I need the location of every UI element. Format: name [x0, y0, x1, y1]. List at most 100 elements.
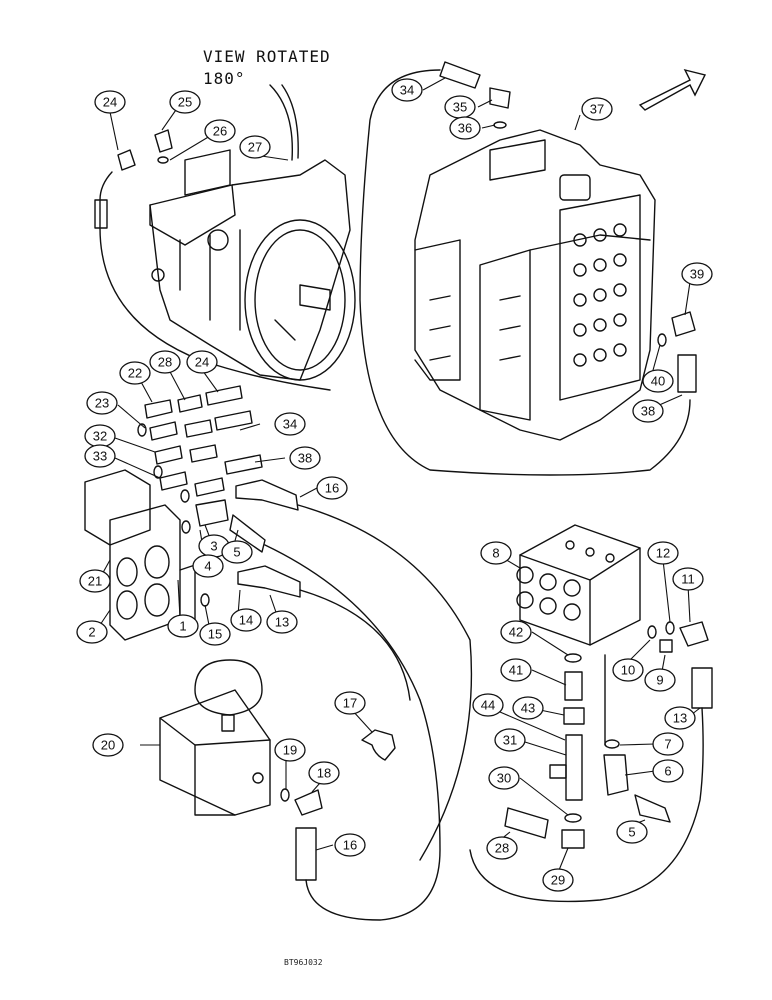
hose-end-38	[677, 354, 697, 393]
callout-41: 41	[500, 658, 532, 682]
callout-bubble	[681, 262, 713, 286]
callout-bubble	[500, 620, 532, 644]
hose-end-28-lower	[504, 807, 549, 839]
callout-bubble	[230, 608, 262, 632]
callout-33: 33	[84, 444, 116, 468]
o-ring-36	[493, 121, 507, 129]
callout-24: 24	[186, 350, 218, 374]
callout-number: 37	[590, 102, 604, 117]
callout-number: 29	[551, 873, 565, 888]
callout-bubble	[239, 135, 271, 159]
callout-bubble	[391, 78, 423, 102]
callout-27: 27	[239, 135, 271, 159]
callout-28: 28	[149, 350, 181, 374]
callout-14: 14	[230, 608, 262, 632]
tee-3	[195, 499, 229, 527]
hose-end-24	[117, 149, 136, 171]
callout-38: 38	[289, 446, 321, 470]
figure-code: BT96J032	[284, 958, 323, 967]
accumulator-block	[159, 659, 271, 816]
callout-bubble	[616, 820, 648, 844]
callout-40: 40	[642, 369, 674, 393]
callout-19: 19	[274, 738, 306, 762]
callout-34: 34	[391, 78, 423, 102]
callout-bubble	[79, 569, 111, 593]
callout-7: 7	[652, 732, 684, 756]
callout-number: 34	[283, 417, 297, 432]
elbow-18	[294, 789, 323, 816]
callout-43: 43	[512, 696, 544, 720]
o-ring-26	[157, 156, 169, 164]
callout-number: 5	[628, 825, 635, 840]
callout-bubble	[647, 541, 679, 565]
callout-31: 31	[494, 728, 526, 752]
callout-bubble	[316, 476, 348, 500]
callout-bubble	[167, 614, 199, 638]
callout-number: 27	[248, 140, 262, 155]
control-valve-assembly	[414, 129, 656, 441]
callout-bubble	[581, 97, 613, 121]
callout-number: 6	[664, 764, 671, 779]
callout-bubble	[119, 361, 151, 385]
callout-number: 18	[317, 766, 331, 781]
callout-bubble	[642, 369, 674, 393]
callout-25: 25	[169, 90, 201, 114]
callout-bubble	[494, 728, 526, 752]
callout-bubble	[512, 696, 544, 720]
callout-22: 22	[119, 361, 151, 385]
callout-number: 22	[128, 366, 142, 381]
callout-number: 40	[651, 374, 665, 389]
callout-number: 38	[641, 404, 655, 419]
elbow-35	[489, 87, 511, 109]
callout-13: 13	[664, 706, 696, 730]
callout-number: 24	[103, 95, 117, 110]
callout-bubble	[221, 540, 253, 564]
o-ring-19	[280, 788, 290, 802]
callout-29: 29	[542, 868, 574, 892]
callout-23: 23	[86, 391, 118, 415]
callout-11: 11	[672, 567, 704, 591]
callout-number: 38	[298, 451, 312, 466]
callout-1: 1	[167, 614, 199, 638]
direction-arrow-icon	[638, 68, 707, 111]
callout-number: 32	[93, 429, 107, 444]
clamp-17	[361, 729, 396, 761]
callout-20: 20	[92, 733, 124, 757]
callout-bubble	[274, 738, 306, 762]
callout-26: 26	[204, 119, 236, 143]
callout-28: 28	[486, 836, 518, 860]
callout-bubble	[612, 658, 644, 682]
callout-24: 24	[94, 90, 126, 114]
callout-number: 21	[88, 574, 102, 589]
callout-bubble	[84, 444, 116, 468]
callout-number: 25	[178, 95, 192, 110]
callout-number: 8	[492, 546, 499, 561]
callout-number: 17	[343, 696, 357, 711]
hose-end-34	[439, 61, 481, 89]
callout-bubble	[632, 399, 664, 423]
view-note-line1: VIEW ROTATED	[203, 47, 331, 66]
callout-13: 13	[266, 610, 298, 634]
callout-bubble	[169, 90, 201, 114]
callout-bubble	[672, 567, 704, 591]
callout-number: 33	[93, 449, 107, 464]
callout-bubble	[92, 733, 124, 757]
callout-number: 2	[88, 625, 95, 640]
callout-number: 12	[656, 546, 670, 561]
callout-number: 19	[283, 743, 297, 758]
o-ring-40	[657, 333, 667, 347]
callout-number: 20	[101, 738, 115, 753]
callout-bubble	[652, 759, 684, 783]
callout-bubble	[186, 350, 218, 374]
callout-bubble	[472, 693, 504, 717]
callout-number: 36	[458, 121, 472, 136]
callout-5: 5	[616, 820, 648, 844]
hose-end-5-upper	[229, 514, 266, 553]
callout-bubble	[449, 116, 481, 140]
callout-17: 17	[334, 691, 366, 715]
callout-4: 4	[192, 554, 224, 578]
callout-number: 16	[343, 838, 357, 853]
callout-number: 43	[521, 701, 535, 716]
